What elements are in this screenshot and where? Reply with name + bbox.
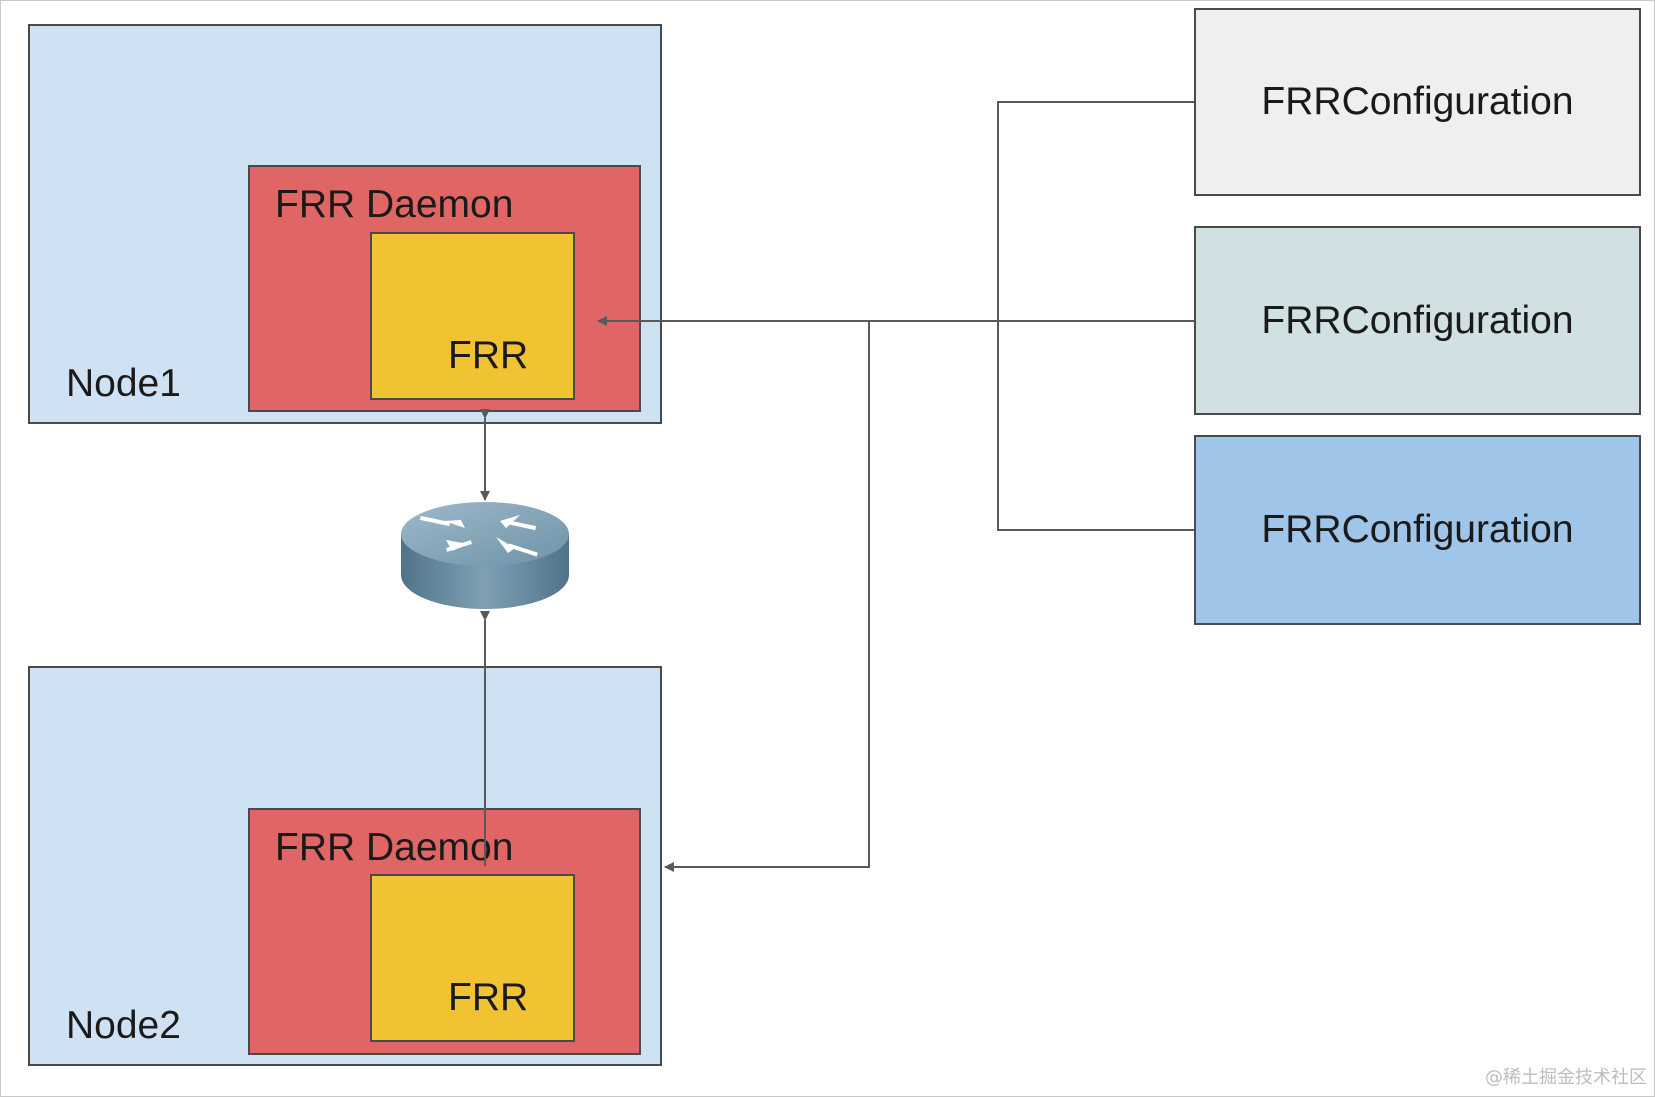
- frrconfiguration-label-3: FRRConfiguration: [1261, 508, 1574, 551]
- node1-frr-label: FRR: [448, 334, 529, 377]
- node2-frr-box: FRR: [370, 874, 575, 1042]
- node2-frr-label: FRR: [448, 976, 529, 1019]
- node2-label: Node2: [66, 1004, 181, 1047]
- frrconfiguration-box-3: FRRConfiguration: [1194, 435, 1641, 625]
- node1-frr-box: FRR: [370, 232, 575, 400]
- node1-label: Node1: [66, 362, 181, 405]
- config-to-node2-line: [664, 321, 870, 872]
- frrconfiguration-label-1: FRRConfiguration: [1261, 80, 1574, 123]
- frrconfiguration-box-1: FRRConfiguration: [1194, 8, 1641, 196]
- watermark-text: @稀土掘金技术社区: [1485, 1067, 1647, 1088]
- config-bracket-line: [997, 101, 1194, 531]
- node2-daemon-label: FRR Daemon: [275, 826, 514, 869]
- node1-daemon-label: FRR Daemon: [275, 183, 514, 226]
- frrconfiguration-label-2: FRRConfiguration: [1261, 298, 1574, 342]
- router-icon: [401, 502, 569, 609]
- frrconfiguration-box-2: FRRConfiguration: [1194, 226, 1641, 415]
